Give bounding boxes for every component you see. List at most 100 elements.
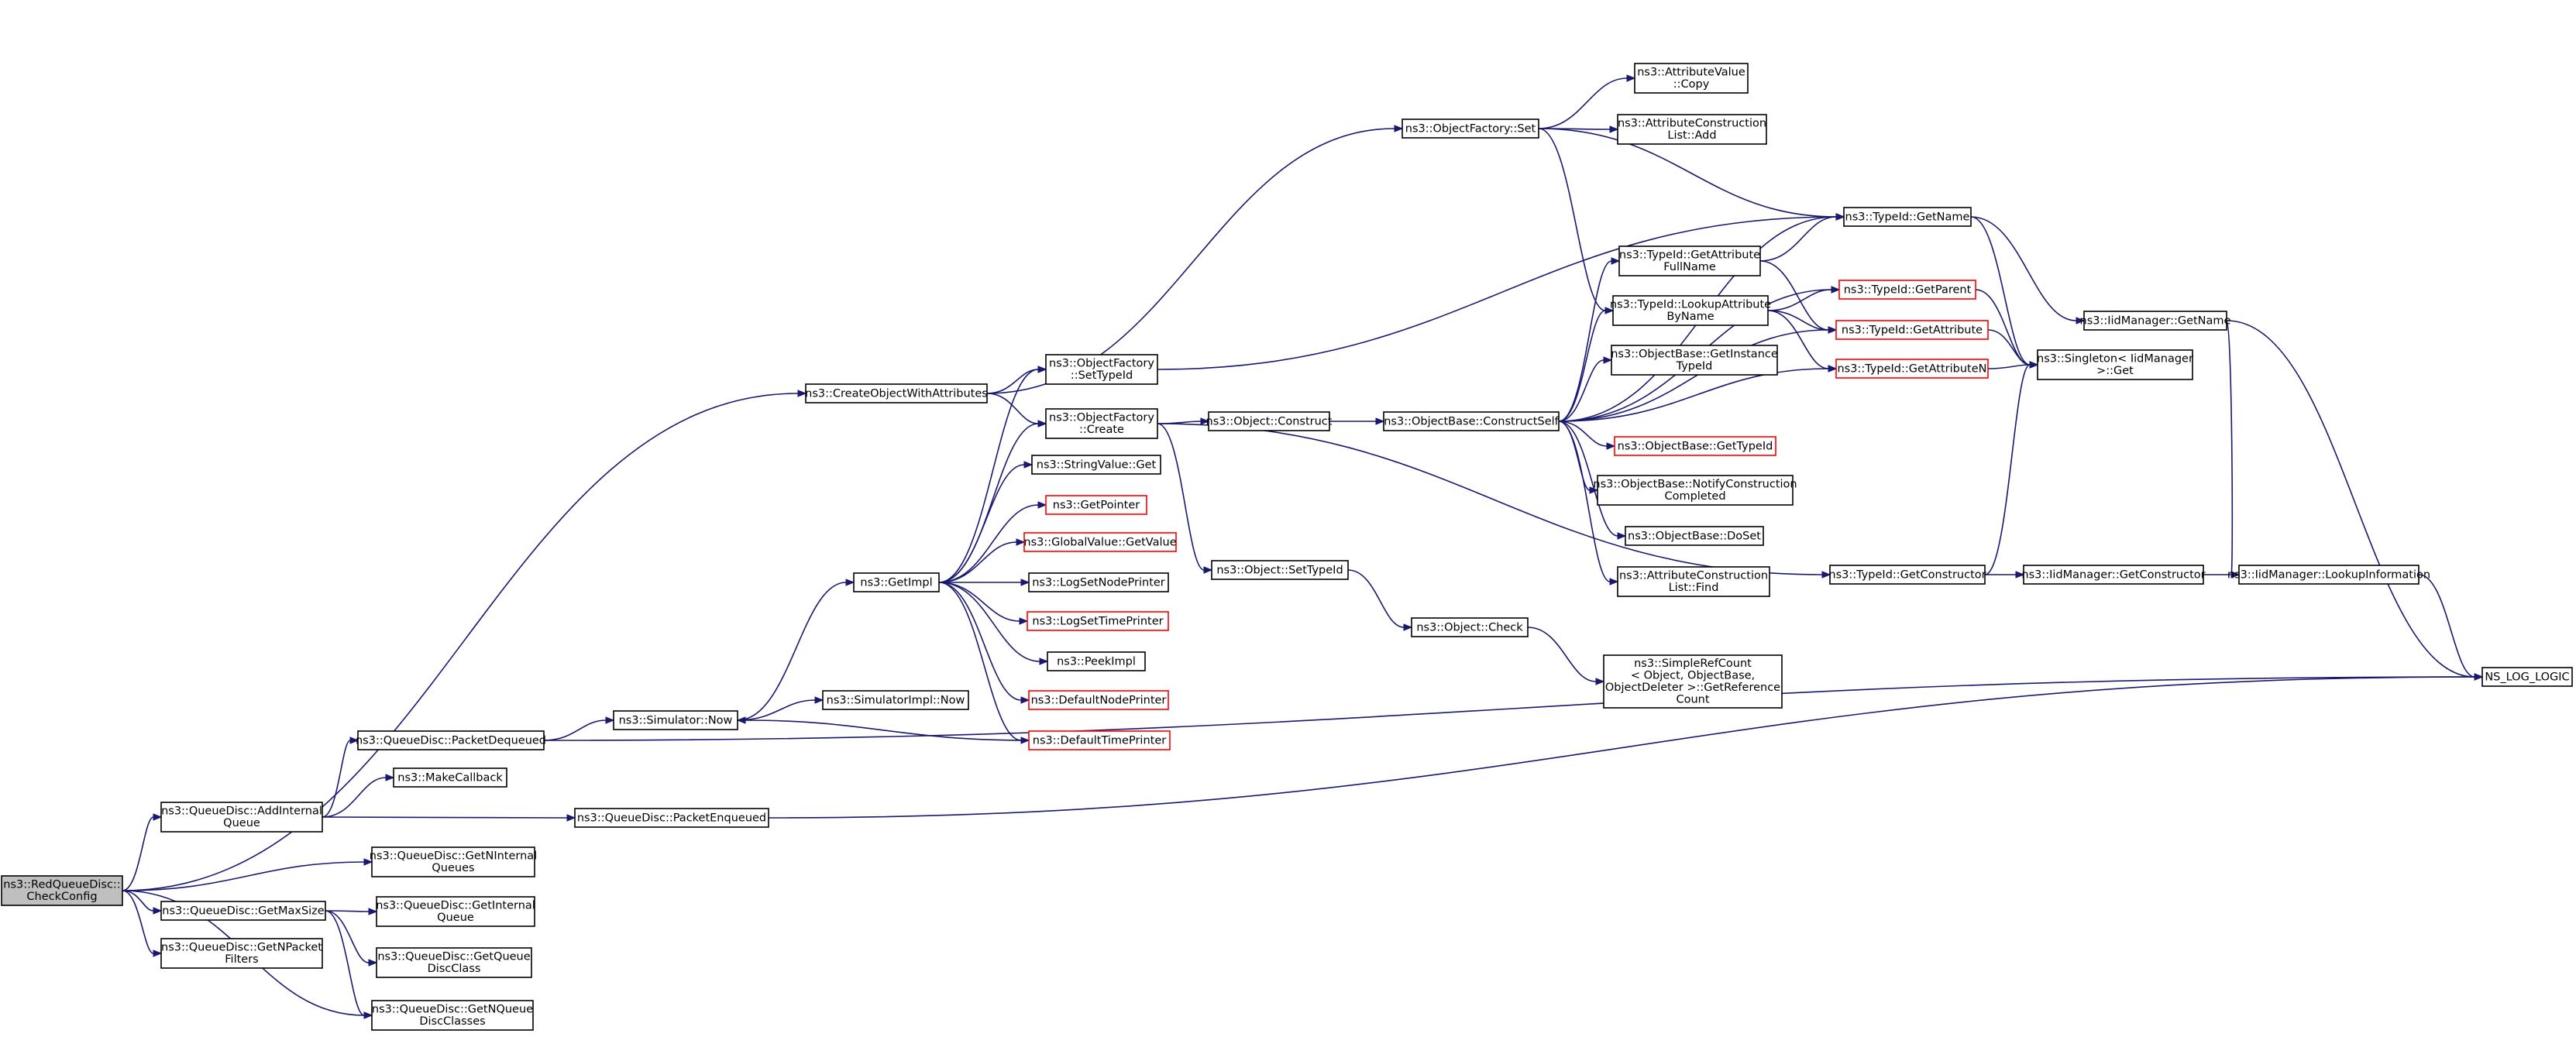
- node-objsettid[interactable]: ns3::Object::SetTypeId: [1211, 560, 1349, 580]
- node-label: Queue: [223, 817, 260, 829]
- node-label: List::Find: [1669, 582, 1719, 594]
- edge-dtp-to-simnow: [736, 716, 1030, 741]
- node-gvget[interactable]: ns3::GlobalValue::GetValue: [1023, 532, 1177, 552]
- edge-obcs-to-obgtid: [1558, 421, 1616, 450]
- node-box: [1028, 730, 1171, 750]
- edge-line: [1558, 310, 1606, 422]
- node-iidgetctor[interactable]: ns3::IidManager::GetConstructor: [2021, 565, 2206, 585]
- node-tidgetattr[interactable]: ns3::TypeId::GetAttribute: [1835, 320, 1989, 340]
- edge-tidgetctor-to-iidgetctor: [1984, 571, 2025, 579]
- node-label: ns3::TypeId::GetAttribute: [1619, 249, 1760, 262]
- node-label: ns3::TypeId::GetConstructor: [1828, 568, 1986, 581]
- node-box: [1617, 114, 1767, 145]
- node-box: [1028, 690, 1169, 710]
- edge-line: [1558, 260, 1612, 422]
- node-getimpl[interactable]: ns3::GetImpl: [853, 572, 940, 592]
- node-svget[interactable]: ns3::StringValue::Get: [1031, 455, 1161, 475]
- node-tidgetctor[interactable]: ns3::TypeId::GetConstructor: [1828, 565, 1986, 585]
- edge-tidgafn-to-tidgetname: [1759, 213, 1845, 262]
- node-mkcb[interactable]: ns3::MakeCallback: [393, 767, 507, 788]
- node-box: [160, 802, 323, 833]
- node-obdoset[interactable]: ns3::ObjectBase::DoSet: [1625, 526, 1764, 546]
- node-label: ::Copy: [1673, 78, 1710, 91]
- node-label: ns3::StringValue::Get: [1037, 458, 1157, 471]
- node-iidlookup[interactable]: ns3::IidManager::LookupInformation: [2227, 565, 2430, 585]
- edge-line: [986, 369, 1039, 394]
- node-penq[interactable]: ns3::QueueDisc::PacketEnqueued: [574, 808, 769, 828]
- edge-arrowhead: [368, 959, 378, 967]
- node-dnp[interactable]: ns3::DefaultNodePrinter: [1028, 690, 1169, 710]
- edge-arrowhead: [385, 774, 395, 781]
- node-label: ns3::LogSetTimePrinter: [1032, 615, 1163, 627]
- edge-arrowhead: [605, 716, 615, 724]
- node-simnow[interactable]: ns3::Simulator::Now: [613, 710, 738, 730]
- edge-line: [938, 541, 1017, 583]
- node-lsnp[interactable]: ns3::LogSetNodePrinter: [1028, 572, 1169, 592]
- node-tidgetattrn[interactable]: ns3::TypeId::GetAttributeN: [1835, 359, 1989, 379]
- node-objcheck[interactable]: ns3::Object::Check: [1411, 617, 1529, 637]
- node-getptr[interactable]: ns3::GetPointer: [1045, 495, 1147, 515]
- edge-getimpl-to-svget: [938, 461, 1033, 583]
- node-ofsettid[interactable]: ns3::ObjectFactory::SetTypeId: [1045, 354, 1158, 385]
- node-avcopy[interactable]: ns3::AttributeValue::Copy: [1634, 63, 1749, 94]
- node-label: ns3::AttributeConstruction: [1618, 118, 1766, 130]
- node-objconstruct[interactable]: ns3::Object::Construct: [1206, 411, 1333, 431]
- node-label: ns3::TypeId::GetAttribute: [1842, 324, 1983, 336]
- node-ofcreate[interactable]: ns3::ObjectFactory::Create: [1045, 408, 1158, 439]
- node-label: TypeId: [1676, 360, 1713, 373]
- node-srcgrc[interactable]: ns3::SimpleRefCount< Object, ObjectBase,…: [1603, 654, 1783, 709]
- node-simimplnow[interactable]: ns3::SimulatorImpl::Now: [822, 690, 969, 710]
- node-tidgetparent[interactable]: ns3::TypeId::GetParent: [1838, 280, 1976, 300]
- node-nslog[interactable]: NS_LOG_LOGIC: [2481, 667, 2573, 687]
- node-coa[interactable]: ns3::CreateObjectWithAttributes: [805, 383, 988, 403]
- node-label: ns3::Simulator::Now: [619, 714, 733, 726]
- node-iidgetname[interactable]: ns3::IidManager::GetName: [2080, 311, 2231, 331]
- node-box: [371, 846, 535, 877]
- node-box: [2023, 565, 2204, 585]
- node-label: ObjectDeleter >::GetReference: [1605, 682, 1780, 694]
- node-obcs[interactable]: ns3::ObjectBase::ConstructSelf: [1383, 411, 1560, 431]
- node-box: [160, 938, 323, 969]
- node-label: ns3::Singleton< IidManager: [2037, 353, 2193, 366]
- node-label: ns3::LogSetNodePrinter: [1032, 576, 1165, 589]
- node-root[interactable]: ns3::RedQueueDisc::CheckConfig: [1, 875, 123, 906]
- edge-arrowhead: [1394, 125, 1404, 132]
- node-tidgetname[interactable]: ns3::TypeId::GetName: [1843, 207, 1972, 227]
- node-ofset[interactable]: ns3::ObjectFactory::Set: [1401, 118, 1539, 139]
- node-label: Queues: [432, 862, 474, 874]
- edge-line: [1558, 329, 1829, 422]
- node-singget[interactable]: ns3::Singleton< IidManager>::Get: [2037, 349, 2193, 380]
- node-getmax[interactable]: ns3::QueueDisc::GetMaxSize: [160, 901, 326, 921]
- node-box: [1835, 320, 1989, 340]
- node-obncc[interactable]: ns3::ObjectBase::NotifyConstructionCompl…: [1593, 475, 1797, 506]
- node-obgtid[interactable]: ns3::ObjectBase::GetTypeId: [1614, 436, 1776, 456]
- edge-line: [543, 676, 2475, 741]
- node-label: ns3::GetImpl: [860, 576, 932, 589]
- edge-line: [1767, 310, 1829, 369]
- node-box: [2481, 667, 2573, 687]
- node-label: ns3::ObjectFactory: [1049, 358, 1154, 370]
- node-lstp[interactable]: ns3::LogSetTimePrinter: [1027, 611, 1169, 631]
- node-box: [1612, 295, 1769, 326]
- edge-line: [938, 582, 1040, 662]
- edge-line: [986, 128, 1395, 394]
- edge-arrowhead: [363, 858, 373, 866]
- node-pdeq[interactable]: ns3::QueueDisc::PacketDequeued: [356, 730, 546, 750]
- node-dtp[interactable]: ns3::DefaultTimePrinter: [1028, 730, 1171, 750]
- edge-line: [322, 777, 387, 818]
- node-peek[interactable]: ns3::PeekImpl: [1047, 651, 1146, 671]
- node-box: [1829, 565, 1986, 585]
- edge-arrowhead: [566, 814, 576, 822]
- node-label: ::Create: [1079, 424, 1124, 436]
